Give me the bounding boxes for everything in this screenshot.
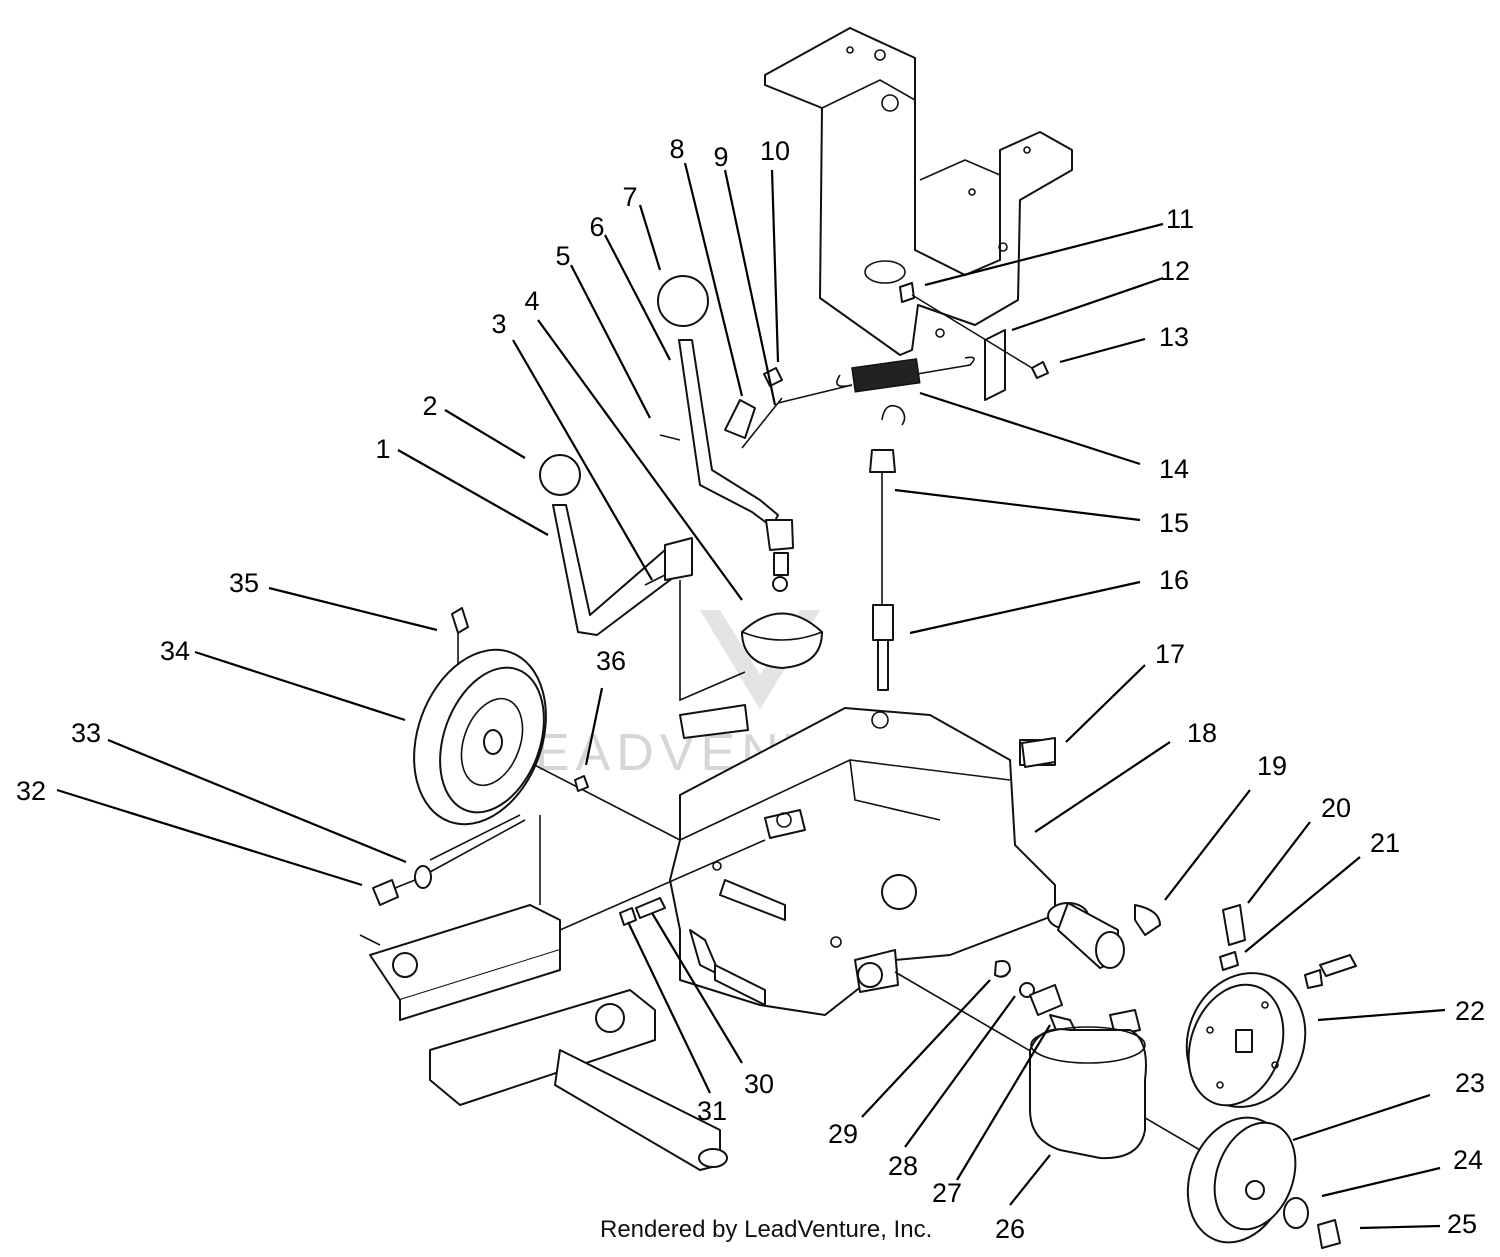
- callout-32: 32: [16, 776, 46, 806]
- callout-36: 36: [596, 646, 626, 676]
- callout-8: 8: [669, 134, 684, 164]
- control-cable: [869, 404, 906, 691]
- callout-4: 4: [524, 286, 539, 316]
- callout-22: 22: [1455, 996, 1485, 1026]
- callout-16: 16: [1159, 565, 1189, 595]
- rubber-boot: [741, 612, 823, 669]
- callout-11: 11: [1166, 204, 1194, 234]
- brake-hub: [1185, 904, 1357, 1108]
- callout-13: 13: [1159, 322, 1189, 352]
- tractor-frame: [359, 814, 728, 1171]
- callout-33: 33: [71, 718, 101, 748]
- callout-7: 7: [622, 182, 637, 212]
- callout-18: 18: [1187, 718, 1217, 748]
- callout-labels: 1 2 3 4 5 6 7 8 9 10 11 12 13 14 15 16 1…: [16, 134, 1485, 1244]
- callout-9: 9: [713, 142, 728, 172]
- callout-30: 30: [744, 1069, 774, 1099]
- callout-28: 28: [888, 1151, 918, 1181]
- callout-2: 2: [422, 391, 437, 421]
- mounting-bracket: [764, 27, 1073, 356]
- callout-3: 3: [491, 309, 506, 339]
- callout-21: 21: [1370, 828, 1400, 858]
- callout-17: 17: [1155, 639, 1185, 669]
- callout-27: 27: [932, 1178, 962, 1208]
- render-credit: Rendered by LeadVenture, Inc.: [600, 1216, 933, 1243]
- callout-24: 24: [1453, 1145, 1483, 1175]
- transmission-housing: [669, 704, 1125, 1016]
- drive-pulley: [413, 607, 547, 826]
- brake-band: [1029, 1009, 1147, 1160]
- callout-34: 34: [160, 636, 190, 666]
- spring-and-hardware: [777, 282, 1049, 404]
- callout-1: 1: [375, 434, 390, 464]
- callout-12: 12: [1160, 256, 1190, 286]
- callout-35: 35: [229, 568, 259, 598]
- callout-23: 23: [1455, 1068, 1485, 1098]
- callout-31: 31: [697, 1096, 727, 1126]
- callout-5: 5: [555, 241, 570, 271]
- key-19: [1134, 904, 1161, 936]
- callout-29: 29: [828, 1119, 858, 1149]
- callout-26: 26: [995, 1214, 1025, 1244]
- callout-6: 6: [589, 212, 604, 242]
- leader-lines: [56, 162, 1446, 1230]
- callout-19: 19: [1257, 751, 1287, 781]
- callout-10: 10: [760, 136, 790, 166]
- callout-14: 14: [1159, 454, 1189, 484]
- shift-lever-assembly: [657, 275, 794, 592]
- callout-15: 15: [1159, 508, 1189, 538]
- speed-lever-assembly: [539, 454, 746, 702]
- pin-shaft-line: [559, 839, 766, 931]
- callout-20: 20: [1321, 793, 1351, 823]
- brake-drum: [1186, 1116, 1341, 1249]
- key-17: [1021, 737, 1056, 768]
- callout-25: 25: [1447, 1209, 1477, 1239]
- small-hardware: [372, 775, 1063, 1016]
